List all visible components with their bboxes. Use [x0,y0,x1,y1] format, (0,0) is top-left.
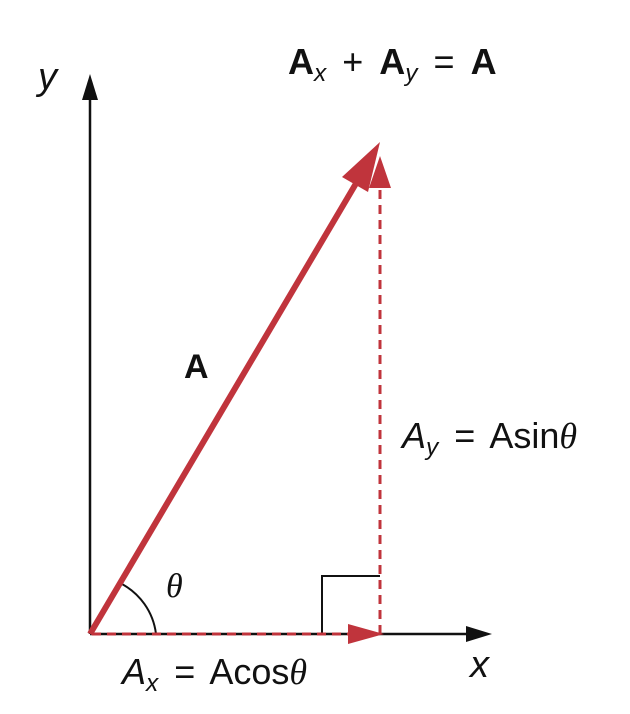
vector-a [87,142,380,636]
sum-term-a: A [288,41,314,82]
vector-a-label: A [184,348,209,386]
sum-term-a-subscript: x [314,59,327,87]
sum-term-b-subscript: y [405,59,418,87]
y-component-theta: θ [559,416,578,456]
x-component-rhs: Acos [209,651,290,692]
y-component-equation: Ay = Asinθ [402,415,578,460]
y-axis-arrowhead [82,74,98,100]
vector-sum-equation: Ax + Ay = A [288,41,497,86]
sum-result: A [470,41,497,82]
x-component-equals: = [174,651,196,692]
x-axis-label: x [470,644,489,686]
y-component-equals: = [454,415,476,456]
x-component-subscript: x [146,669,159,697]
x-component-equation: Ax = Acosθ [122,651,308,696]
y-component-subscript: y [426,433,439,461]
sum-plus-sign: + [342,41,364,82]
vector-a-arrowhead [342,142,380,192]
y-axis [82,74,98,634]
sum-equals-sign: = [433,41,455,82]
x-axis-arrowhead [466,626,492,642]
angle-arc [119,582,157,635]
y-component-vector [369,156,391,634]
x-component-theta: θ [289,652,308,692]
y-component-symbol: A [402,415,427,456]
y-component-rhs: Asin [489,415,560,456]
x-component-symbol: A [122,651,147,692]
right-angle-marker [321,575,380,634]
y-axis-label: y [38,56,57,98]
x-component-vector [92,624,384,644]
y-component-arrowhead [369,156,391,188]
sum-term-b: A [379,41,406,82]
x-component-arrowhead [348,624,384,644]
angle-theta-label: θ [166,568,183,605]
